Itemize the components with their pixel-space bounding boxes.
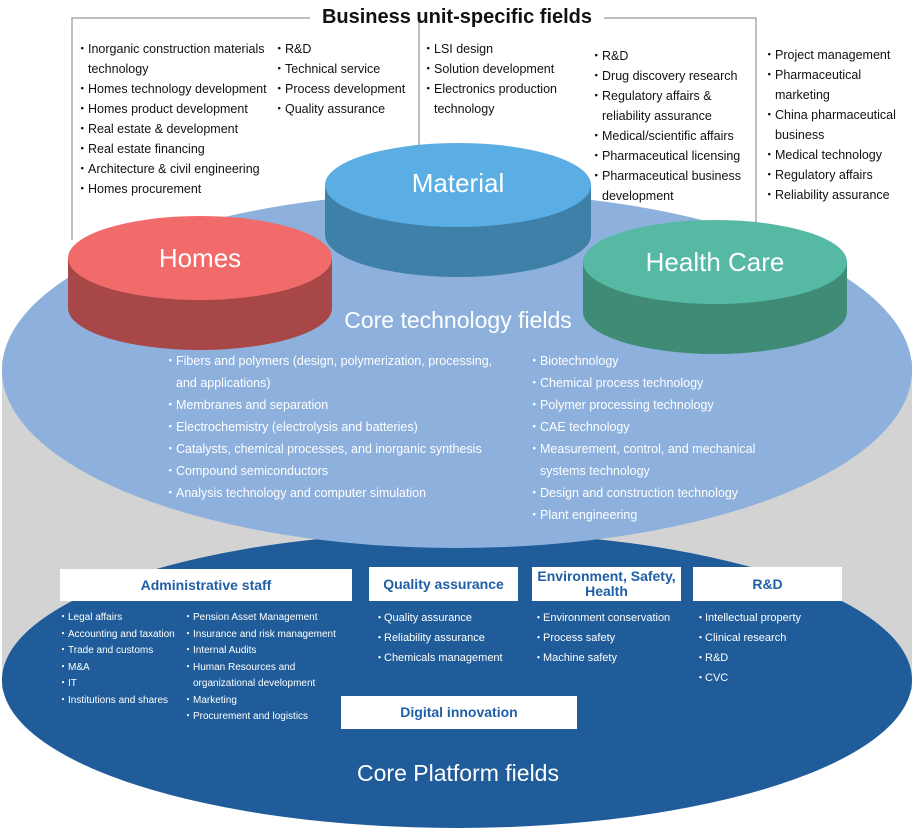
list-item: Chemical process technology: [528, 372, 788, 394]
material-disc: [325, 143, 591, 277]
list-item: Human Resources and organizational devel…: [183, 660, 348, 693]
material-label: Material: [411, 168, 505, 198]
list-item: Homes technology development: [76, 79, 276, 99]
quality-list: Quality assuranceReliability assuranceCh…: [374, 608, 524, 668]
admin-list-2: Pension Asset ManagementInsurance and ri…: [183, 610, 348, 726]
list-item: R&D: [273, 39, 423, 59]
list-item: Plant engineering: [528, 504, 788, 526]
list-item: Regulatory affairs & reliability assuran…: [590, 86, 755, 126]
list-item: China pharmaceutical business: [763, 105, 913, 145]
list-item: Intellectual property: [695, 608, 845, 628]
list-item: Architecture & civil engineering: [76, 159, 276, 179]
list-item: Medical technology: [763, 145, 913, 165]
list-item: Institutions and shares: [58, 693, 183, 710]
list-item: Marketing: [183, 693, 348, 710]
list-item: Chemicals management: [374, 648, 524, 668]
platform-ellipse: [2, 532, 912, 828]
list-item: Quality assurance: [374, 608, 524, 628]
list-item: Process development: [273, 79, 423, 99]
list-item: Internal Audits: [183, 643, 348, 660]
material-unit-list-1: R&DTechnical serviceProcess developmentQ…: [273, 39, 423, 119]
list-item: Fibers and polymers (design, polymerizat…: [164, 350, 514, 394]
list-item: Process safety: [533, 628, 693, 648]
list-item: Design and construction technology: [528, 482, 788, 504]
digital-innovation-box: Digital innovation: [341, 696, 577, 729]
homes-disc: [68, 216, 332, 350]
list-item: Pharmaceutical marketing: [763, 65, 913, 105]
list-item: Real estate financing: [76, 139, 276, 159]
health-care-label: Health Care: [645, 247, 785, 277]
esh-box: Environment, Safety, Health: [532, 567, 681, 601]
list-item: Homes procurement: [76, 179, 276, 199]
list-item: Homes product development: [76, 99, 276, 119]
list-item: Technical service: [273, 59, 423, 79]
list-item: Reliability assurance: [374, 628, 524, 648]
list-item: Pension Asset Management: [183, 610, 348, 627]
list-item: Biotechnology: [528, 350, 788, 372]
list-item: IT: [58, 676, 183, 693]
list-item: Machine safety: [533, 648, 693, 668]
list-item: Membranes and separation: [164, 394, 514, 416]
list-item: Accounting and taxation: [58, 627, 183, 644]
list-item: Quality assurance: [273, 99, 423, 119]
list-item: CVC: [695, 668, 845, 688]
health-care-disc: [583, 220, 847, 354]
list-item: Drug discovery research: [590, 66, 755, 86]
list-item: Environment conservation: [533, 608, 693, 628]
list-item: Insurance and risk management: [183, 627, 348, 644]
list-item: Regulatory affairs: [763, 165, 913, 185]
list-item: Pharmaceutical licensing: [590, 146, 755, 166]
rd-list: Intellectual propertyClinical researchR&…: [695, 608, 845, 688]
homes-unit-list: Inorganic construction materials technol…: [76, 39, 276, 199]
list-item: Electrochemistry (electrolysis and batte…: [164, 416, 514, 438]
core-title: Core technology fields: [344, 307, 572, 333]
list-item: Catalysts, chemical processes, and inorg…: [164, 438, 514, 460]
health-care-unit-list-1: R&DDrug discovery researchRegulatory aff…: [590, 46, 755, 206]
list-item: CAE technology: [528, 416, 788, 438]
esh-list: Environment conservationProcess safetyMa…: [533, 608, 693, 668]
platform-title: Core Platform fields: [357, 760, 559, 786]
rd-box: R&D: [693, 567, 842, 601]
list-item: Compound semiconductors: [164, 460, 514, 482]
list-item: R&D: [695, 648, 845, 668]
admin-list-1: Legal affairsAccounting and taxationTrad…: [58, 610, 183, 709]
list-item: Analysis technology and computer simulat…: [164, 482, 514, 504]
health-care-unit-list-2: Project managementPharmaceutical marketi…: [763, 45, 913, 205]
admin-staff-box: Administrative staff: [60, 569, 352, 601]
list-item: Inorganic construction materials technol…: [76, 39, 276, 79]
list-item: Polymer processing technology: [528, 394, 788, 416]
list-item: Trade and customs: [58, 643, 183, 660]
list-item: R&D: [590, 46, 755, 66]
core-list-left: Fibers and polymers (design, polymerizat…: [164, 350, 514, 504]
list-item: M&A: [58, 660, 183, 677]
business-units-title: Business unit-specific fields: [321, 6, 593, 28]
list-item: Electronics production technology: [422, 79, 582, 119]
list-item: LSI design: [422, 39, 582, 59]
quality-assurance-box: Quality assurance: [369, 567, 518, 601]
list-item: Clinical research: [695, 628, 845, 648]
list-item: Solution development: [422, 59, 582, 79]
list-item: Project management: [763, 45, 913, 65]
list-item: Legal affairs: [58, 610, 183, 627]
list-item: Procurement and logistics: [183, 709, 348, 726]
list-item: Reliability assurance: [763, 185, 913, 205]
list-item: Real estate & development: [76, 119, 276, 139]
list-item: Medical/scientific affairs: [590, 126, 755, 146]
list-item: Measurement, control, and mechanical sys…: [528, 438, 788, 482]
homes-label: Homes: [158, 243, 242, 273]
list-item: Pharmaceutical business development: [590, 166, 755, 206]
material-unit-list-2: LSI designSolution developmentElectronic…: [422, 39, 582, 119]
core-list-right: BiotechnologyChemical process technology…: [528, 350, 788, 526]
